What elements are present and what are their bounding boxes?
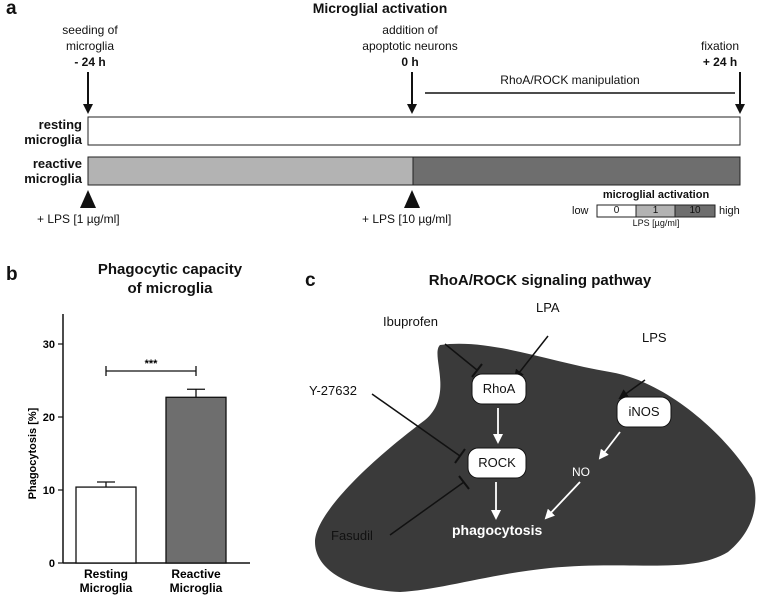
fasudil-inhibit-bar xyxy=(458,475,470,490)
legend-swatch-2 xyxy=(674,204,716,218)
lpa-label: LPA xyxy=(536,300,560,315)
phagocytosis-label: phagocytosis xyxy=(452,522,543,538)
addition-line2: apoptotic neurons xyxy=(362,39,458,53)
legend-value-1: 1 xyxy=(652,205,659,216)
panel-a-title: Microglial activation xyxy=(312,0,448,16)
rock-label: ROCK xyxy=(478,455,516,470)
reactive-label: reactive microglia xyxy=(0,156,82,186)
reactive-label-line1: reactive xyxy=(32,156,82,171)
microglia-cell-shape xyxy=(315,343,756,592)
chart-y-tick-label: 10 xyxy=(43,485,55,497)
chart-bar-1 xyxy=(75,486,137,564)
rhoa-label: RhoA xyxy=(482,381,516,396)
panel-c-letter: c xyxy=(305,270,316,291)
chart-bar-2 xyxy=(165,396,227,564)
addition-time: 0 h xyxy=(401,55,419,69)
chart-y-tick-label: 30 xyxy=(43,339,55,351)
chart-y-tick-label: 20 xyxy=(43,412,55,424)
rock-node xyxy=(467,447,527,479)
seeding-line2: microglia xyxy=(65,39,114,53)
legend-low: low xyxy=(572,205,589,217)
lps-label: LPS xyxy=(642,330,667,345)
lps-high-triangle xyxy=(404,190,420,208)
panel-b-title-line1: Phagocytic capacity xyxy=(97,261,243,278)
inos-no-arrow xyxy=(598,431,621,460)
fixation-line1: fixation xyxy=(700,39,740,53)
resting-label-line1: resting xyxy=(38,117,82,132)
ibuprofen-inhibit-bar xyxy=(471,363,483,378)
chart-y-tick-label: 0 xyxy=(49,558,55,570)
no-label: NO xyxy=(572,465,590,479)
inos-label: iNOS xyxy=(628,404,660,419)
reactive-label-line2: microglia xyxy=(24,171,82,186)
chart-category-label: Microglia xyxy=(80,581,133,595)
fasudil-label: Fasudil xyxy=(331,528,373,543)
addition-line1: addition of xyxy=(382,23,438,37)
reactive-bar-late xyxy=(412,156,741,186)
addition-label: addition of apoptotic neurons 0 h xyxy=(330,22,490,70)
resting-label-line2: microglia xyxy=(24,132,82,147)
legend-value-2: 10 xyxy=(689,205,701,216)
fixation-label: fixation + 24 h xyxy=(680,38,760,70)
panel-b-title: Phagocytic capacity of microglia xyxy=(50,260,290,298)
reactive-bar-early xyxy=(87,156,414,186)
seeding-time: - 24 h xyxy=(74,55,106,69)
y27632-label: Y-27632 xyxy=(309,383,357,398)
ibuprofen-line xyxy=(444,343,478,371)
lps-arrow xyxy=(618,379,646,400)
chart-category-label: Resting xyxy=(84,567,128,581)
panel-b-letter: b xyxy=(6,264,18,285)
legend-title: microglial activation xyxy=(602,189,710,201)
inos-node xyxy=(616,396,672,428)
y27632-line xyxy=(371,393,461,457)
ibuprofen-label: Ibuprofen xyxy=(383,314,438,329)
resting-label: resting microglia xyxy=(0,117,82,147)
panel-a-letter: a xyxy=(6,0,17,19)
significance-stars: *** xyxy=(145,358,159,370)
resting-bar xyxy=(87,116,741,146)
panel-b-title-line2: of microglia xyxy=(127,280,213,297)
lpa-arrow xyxy=(513,335,549,380)
chart-category-label: Microglia xyxy=(170,581,223,595)
timeline-graphics xyxy=(80,72,745,218)
signaling-diagram xyxy=(315,335,756,592)
legend-unit: LPS [µg/ml] xyxy=(632,218,680,228)
fixation-time: + 24 h xyxy=(702,55,738,69)
rhoa-node xyxy=(471,373,527,405)
no-phago-arrow xyxy=(544,481,581,520)
lps-low-triangle xyxy=(80,190,96,208)
y27632-inhibit-bar xyxy=(454,448,466,464)
chart-y-axis-label: Phagocytosis [%] xyxy=(27,407,39,499)
lps-low-label: + LPS [1 µg/ml] xyxy=(37,212,120,226)
chart-category-label: Reactive xyxy=(171,567,221,581)
manipulation-label: RhoA/ROCK manipulation xyxy=(500,73,640,87)
panel-c-title: RhoA/ROCK signaling pathway xyxy=(428,272,652,289)
seeding-line1: seeding of xyxy=(62,23,118,37)
lps-high-label: + LPS [10 µg/ml] xyxy=(362,212,452,226)
legend-high: high xyxy=(719,205,740,217)
legend-value-0: 0 xyxy=(613,205,620,216)
seeding-label: seeding of microglia - 24 h xyxy=(20,22,160,70)
fasudil-line xyxy=(389,481,465,536)
